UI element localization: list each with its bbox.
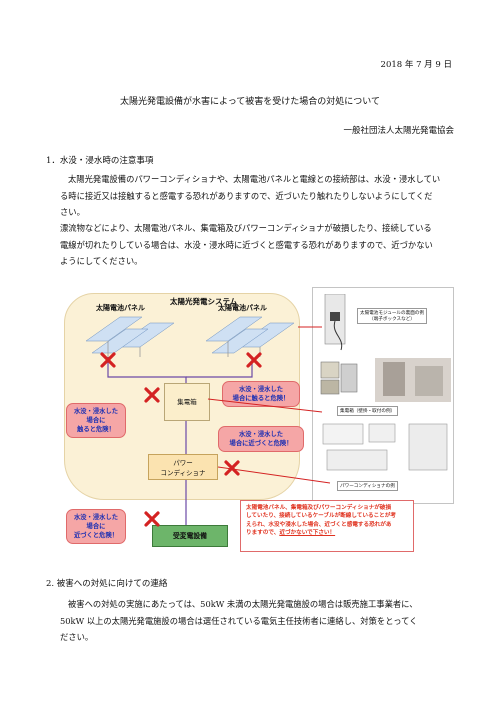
x-mark-icon — [100, 352, 116, 368]
solar-panel-left-icon — [85, 316, 175, 357]
pcs-photo-icon — [322, 423, 448, 471]
system-label: 太陽光発電システム — [170, 297, 238, 306]
warning-junction: 水没・浸水した 場合に 触ると危険！ — [66, 403, 126, 438]
warning-text: 水没・浸水した — [238, 431, 284, 438]
caption-text: 太陽電池モジュールの裏面の例 — [360, 311, 424, 316]
warning-text: 場合に触ると危険！ — [232, 395, 290, 402]
caption-module: 太陽電池モジュールの裏面の例 （端子ボックスなど） — [357, 308, 427, 324]
text-line: 太陽光発電設備のパワーコンディショナや、太陽電池パネルと電線との接続部は、水没・… — [68, 174, 441, 184]
pcs-label-2: コンディショナ — [160, 469, 206, 477]
note-text: 太陽電池パネル、集電箱及びパワーコンディショナが破損 — [246, 505, 392, 511]
note-text: りますので、近づかないで下さい！ — [246, 529, 408, 537]
warning-panel: 水没・浸水した 場合に触ると危険！ — [222, 381, 300, 407]
text-line: 電線が切れたりしている場合は、水没・浸水時に近づくと感電する恐れがありますので、… — [60, 239, 433, 250]
equipment-photo-icon — [375, 358, 451, 402]
panel-label-right: 太陽電池パネル — [218, 304, 267, 312]
document-date: 2018 年 7 月 9 日 — [380, 60, 452, 70]
x-mark-icon — [144, 387, 160, 403]
module-back-photo-icon — [324, 294, 346, 351]
x-mark-icon — [224, 460, 240, 476]
note-text: えられ、水没や浸水した場合、近づくと感電する恐れがあ — [246, 521, 392, 528]
solar-panel-right-icon — [205, 316, 295, 357]
warning-text: 場合に — [86, 417, 106, 424]
caption-text: （端子ボックスなど） — [369, 317, 415, 322]
section1-heading: 1．水没・浸水時の注意事項 — [46, 156, 154, 166]
warning-text: 水没・浸水した — [73, 408, 119, 415]
pcs-label-1: パワー — [173, 459, 193, 467]
section1-paragraph2: 漂流物などにより、太陽電池パネル、集電箱及びパワーコンディショナが破損したり、接… — [60, 220, 433, 270]
section2-paragraph: 被害への対処の実施にあたっては、50kW 未満の太陽光発電施設の場合は販売施工事… — [60, 596, 418, 646]
junction-box-photo-icon — [320, 361, 358, 395]
substation-box: 受変電設備 — [152, 525, 228, 547]
warning-text: 水没・浸水した — [238, 386, 284, 393]
warning-text: 場合に近づくと危険！ — [229, 440, 293, 447]
section1-paragraph1: 太陽光発電設備のパワーコンディショナや、太陽電池パネルと電線との接続部は、水没・… — [60, 171, 440, 221]
pointer-arrows — [207, 326, 331, 484]
caption-pcs: パワーコンディショナの例 — [337, 481, 398, 491]
warning-text: 触ると危険！ — [77, 426, 115, 433]
wiring-lines — [107, 357, 253, 525]
text-line: 50kW 以上の太陽光発電施設の場合は選任されている電気主任技術者に連絡し、対策… — [60, 615, 418, 626]
document-title: 太陽光発電設備が水害によって被害を受けた場合の対処について — [119, 97, 380, 107]
warning-text: 近づくと危険！ — [73, 532, 119, 539]
organization-name: 一般社団法人太陽光発電協会 — [343, 126, 454, 136]
power-conditioner-box: パワー コンディショナ — [148, 454, 218, 480]
text-line: る時に接近又は接触すると感電する恐れがありますので、近づいたり触れたりしないよう… — [60, 190, 433, 201]
panel-label-left: 太陽電池パネル — [96, 304, 145, 312]
note-emphasis: 近づかないで下さい！ — [279, 530, 336, 537]
warning-pcs: 水没・浸水した 場合に近づくと危険！ — [218, 426, 304, 452]
junction-box: 集電箱 — [164, 383, 210, 421]
pv-hazard-diagram: 太陽光発電システム 太陽電池パネル 太陽電池パネル 集電箱 パワー コンディショ… — [60, 287, 454, 555]
text-line: ようにしてください。 — [60, 256, 143, 266]
warning-note: 太陽電池パネル、集電箱及びパワーコンディショナが破損 していたり、接続しているケ… — [240, 500, 414, 552]
x-mark-icon — [144, 511, 160, 527]
text-line: 漂流物などにより、太陽電池パネル、集電箱及びパワーコンディショナが破損したり、接… — [60, 223, 432, 233]
warning-text: 場合に — [86, 523, 106, 530]
warning-text: 水没・浸水した — [73, 514, 119, 521]
caption-junction: 集電箱（壁掛・取付の例） — [337, 406, 399, 416]
warning-substation: 水没・浸水した 場合に 近づくと危険！ — [66, 509, 126, 544]
x-mark-icon — [246, 352, 262, 368]
section2-heading: 2. 被害への対処に向けての連絡 — [46, 579, 168, 589]
example-photos-panel: 太陽電池モジュールの裏面の例 （端子ボックスなど） 集電箱（壁掛・取付の例） パ… — [312, 287, 454, 504]
text-line: 被害への対処の実施にあたっては、50kW 未満の太陽光発電施設の場合は販売施工事… — [68, 599, 418, 609]
note-text: りますので、 — [246, 530, 280, 537]
text-line: さい。 — [60, 207, 85, 217]
note-text: していたり、接続しているケーブルが断線していることが考 — [246, 513, 396, 520]
text-line: ださい。 — [60, 632, 94, 642]
